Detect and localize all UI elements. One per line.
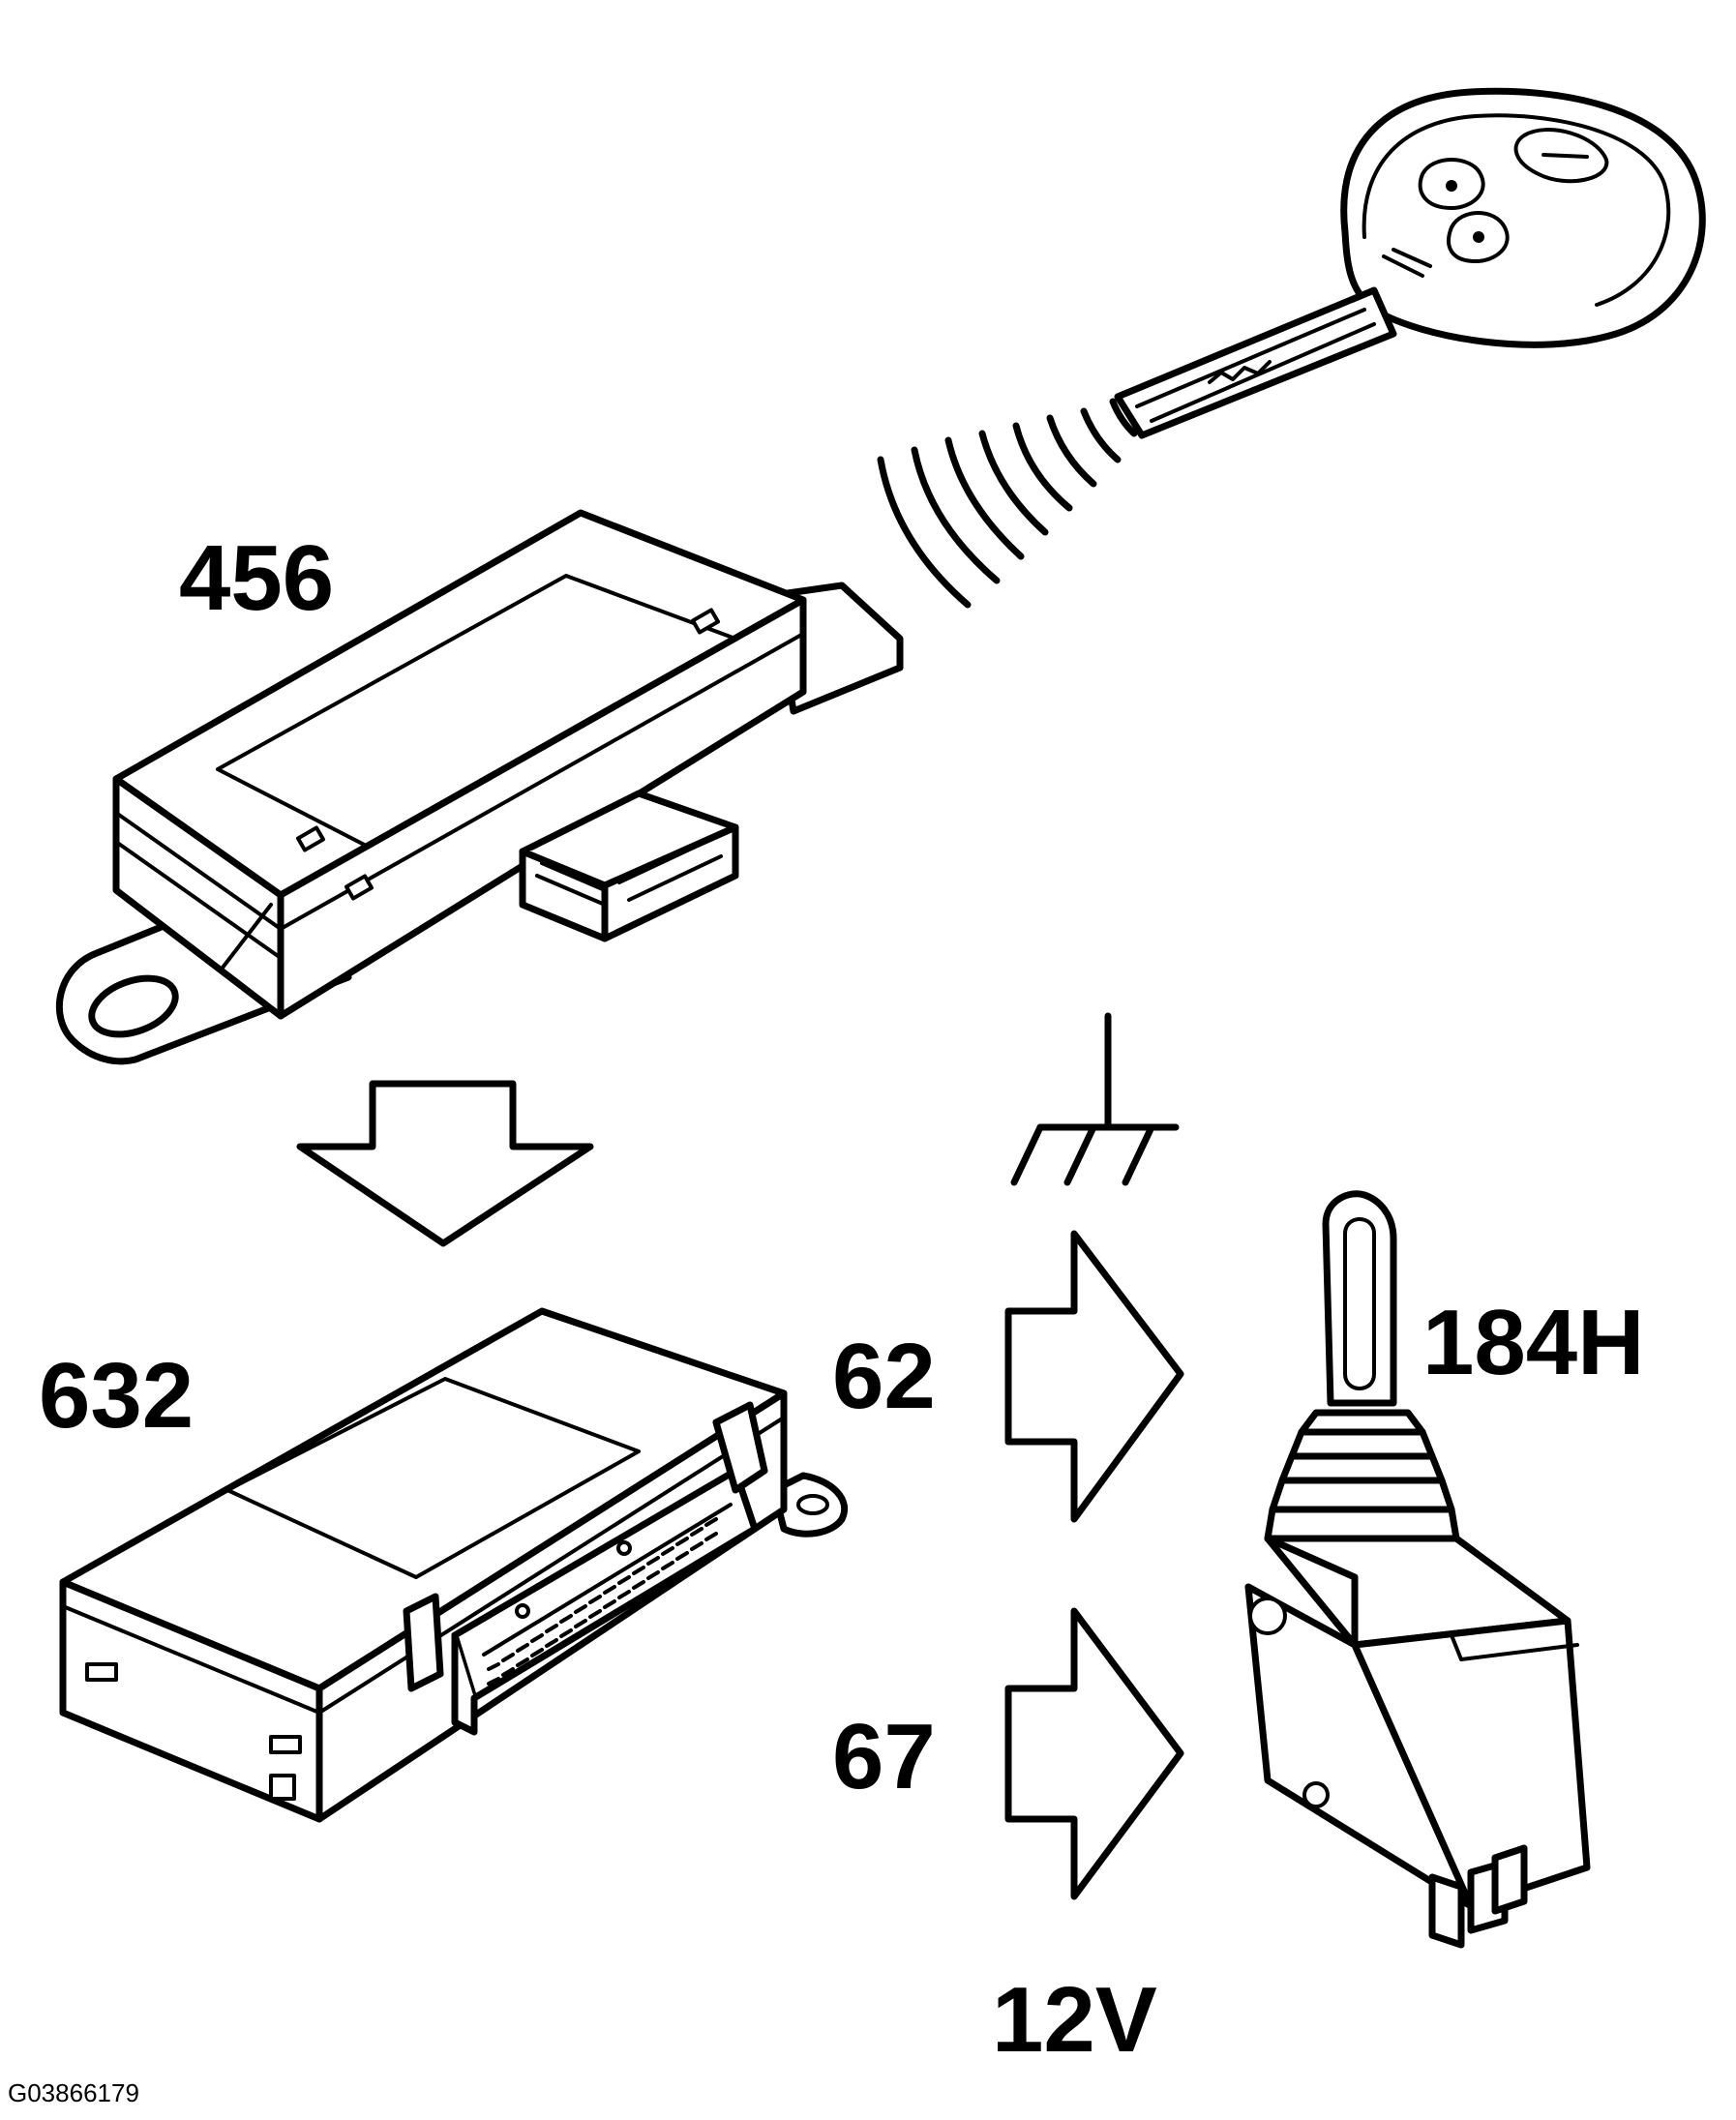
module-456-label: 456 <box>179 526 334 630</box>
supply-12v-label: 12V <box>992 1968 1157 2072</box>
right-arrow-icon <box>1004 1230 1184 1523</box>
right-arrow-icon <box>1004 1607 1184 1900</box>
module-632-label: 632 <box>39 1344 194 1448</box>
ground-symbol-icon <box>1010 1012 1180 1186</box>
signal-67-label: 67 <box>832 1705 936 1808</box>
module-632-drawing <box>59 1307 849 1823</box>
down-arrow-icon <box>296 1080 594 1247</box>
actuator-184h-label: 184H <box>1422 1291 1645 1394</box>
radio-waves-icon <box>877 398 1138 609</box>
signal-62-label: 62 <box>832 1325 936 1428</box>
actuator-184h-drawing <box>1244 1190 1591 1949</box>
module-456-drawing <box>55 509 904 1065</box>
remote-key-fob-icon <box>1114 87 1706 439</box>
figure-id: G03866179 <box>8 2078 139 2107</box>
